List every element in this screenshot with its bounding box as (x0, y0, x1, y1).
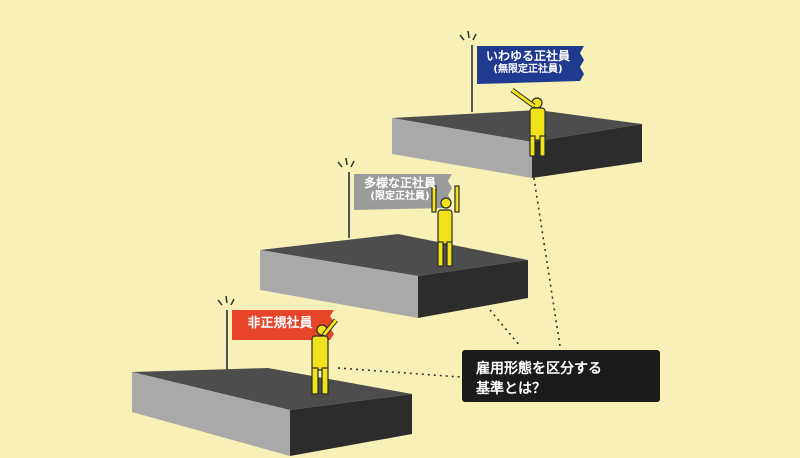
platform-step-3 (392, 110, 642, 178)
callout-line-1: 雇用形態を区分する (476, 361, 602, 377)
flag-label-step-3-line2: (無限定正社員) (493, 64, 563, 75)
callout-line-2: 基準とは？ (476, 381, 546, 397)
figure-step-1 (311, 318, 338, 395)
flag-step-3 (459, 30, 584, 112)
connector-line-3 (532, 171, 561, 347)
platform-step-1 (132, 368, 412, 456)
flag-label-step-2: 多様な正社員 (限定正社員) (354, 176, 446, 204)
flag-label-step-1-line1: 非正規社員 (247, 316, 313, 331)
flag-label-step-3: いわゆる正社員 (無限定正社員) (477, 49, 579, 77)
flag-step-2 (337, 157, 452, 238)
connector-line-2 (489, 309, 521, 347)
flag-label-step-2-line2: (限定正社員) (370, 191, 430, 202)
flag-label-step-2-line1: 多様な正社員 (363, 176, 436, 190)
platform-step-2 (260, 234, 528, 318)
flag-step-1 (217, 295, 334, 370)
flag-label-step-1: 非正規社員 (232, 316, 328, 332)
callout-box: 雇用形態を区分する 基準とは？ (462, 350, 660, 402)
figure-step-3 (510, 87, 546, 157)
figure-step-2 (431, 185, 460, 267)
connector-line-1 (337, 367, 461, 378)
flag-label-step-3-line1: いわゆる正社員 (485, 49, 570, 63)
